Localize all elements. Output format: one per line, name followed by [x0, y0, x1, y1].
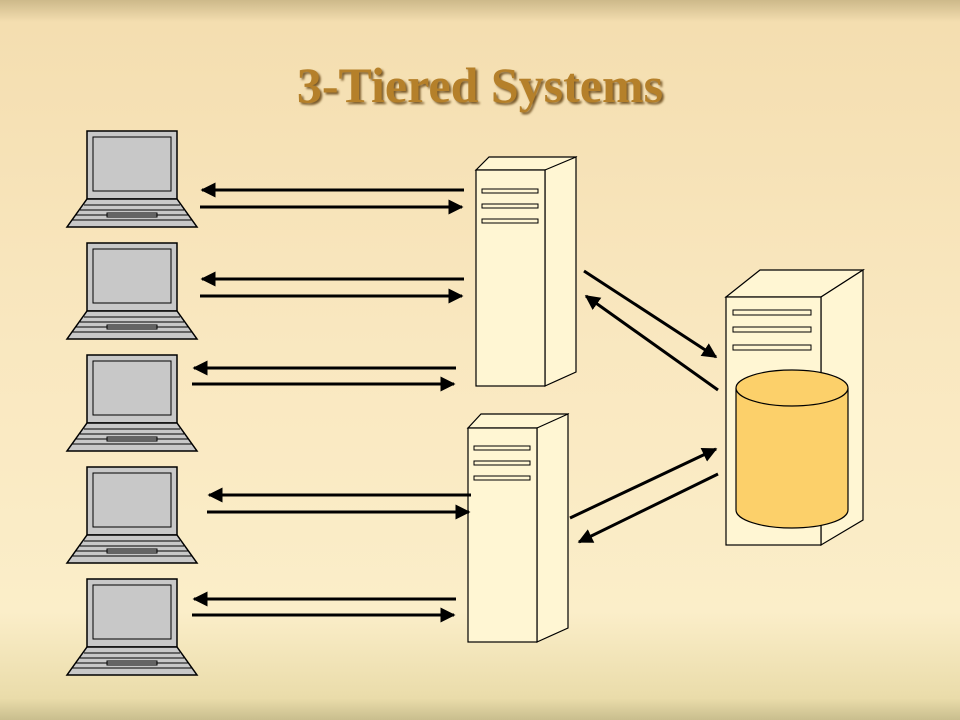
database-cylinder-icon	[735, 369, 849, 529]
arrow-db-to-server1	[584, 294, 719, 392]
client-laptop-3-icon	[66, 354, 198, 452]
client-server-arrows	[192, 182, 471, 623]
client-laptop-5-icon	[66, 578, 198, 676]
app-server-1-icon	[474, 156, 578, 387]
slide-title: 3-Tiered Systems	[296, 57, 664, 113]
arrow-db-to-server2	[577, 472, 719, 544]
client-laptop-1-icon	[66, 130, 198, 228]
client-laptop-4-icon	[66, 466, 198, 564]
arrow-server1-to-db	[583, 269, 718, 359]
arrow-server2-to-db	[569, 447, 718, 520]
client-laptop-2-icon	[66, 242, 198, 340]
app-server-2-icon	[466, 413, 570, 643]
server-database-arrows	[569, 269, 719, 544]
